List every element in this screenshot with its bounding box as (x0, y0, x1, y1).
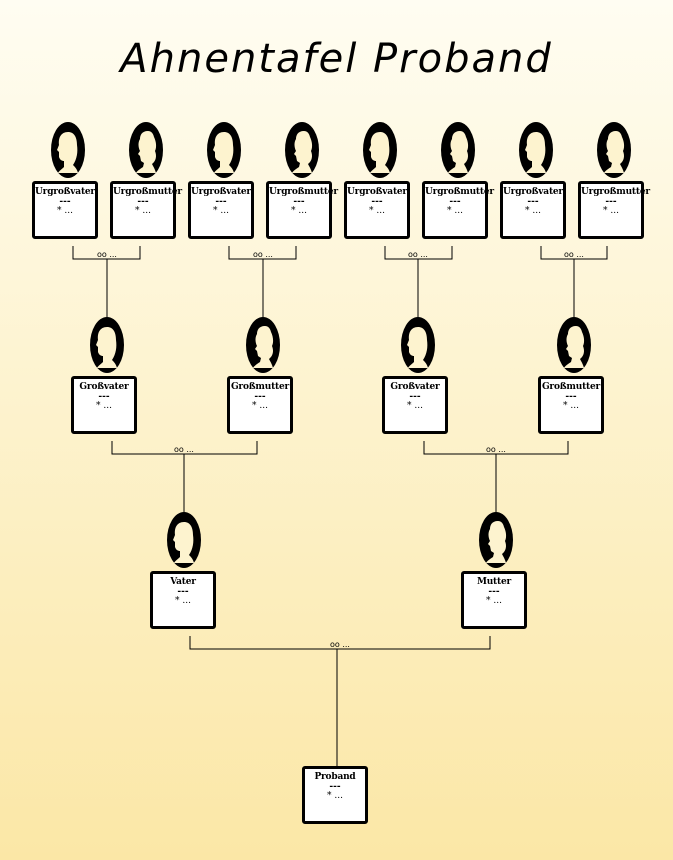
person-birth: * ... (213, 206, 229, 216)
person-card-urgrossmutter[interactable]: Urgroßmutter --- * ... (110, 181, 182, 239)
person-birth: * ... (563, 401, 579, 411)
marriage-label: oo ... (486, 445, 506, 454)
male-silhouette-icon (90, 317, 124, 373)
page-title: Ahnentafel Proband (120, 36, 553, 82)
person-role: Urgroßmutter (425, 187, 494, 197)
person-birth: * ... (96, 401, 112, 411)
person-name: --- (449, 197, 461, 207)
female-silhouette-icon (246, 317, 280, 373)
female-silhouette-icon (441, 122, 475, 178)
person-role: Großvater (79, 382, 129, 392)
person-birth: * ... (447, 206, 463, 216)
person-name: --- (215, 197, 227, 207)
bracket-ug78 (540, 246, 608, 319)
person-role: Urgroßmutter (581, 187, 650, 197)
female-silhouette-icon (479, 512, 513, 568)
person-name: --- (605, 197, 617, 207)
person-card-urgrossmutter[interactable]: Urgroßmutter --- * ... (422, 181, 494, 239)
person-card-urgrossvater[interactable]: Urgroßvater --- * ... (344, 181, 410, 239)
bracket-ug12 (72, 246, 141, 319)
person-name: --- (488, 587, 500, 597)
female-silhouette-icon (597, 122, 631, 178)
person-birth: * ... (603, 206, 619, 216)
person-birth: * ... (327, 791, 343, 801)
bracket-g34 (423, 441, 569, 514)
marriage-label: oo ... (564, 250, 584, 259)
bracket-g12 (111, 441, 258, 514)
male-silhouette-icon (51, 122, 85, 178)
person-name: --- (371, 197, 383, 207)
marriage-label: oo ... (253, 250, 273, 259)
person-role: Großmutter (541, 382, 601, 392)
bracket-parents (189, 636, 491, 767)
person-birth: * ... (407, 401, 423, 411)
bracket-ug34 (228, 246, 297, 319)
person-role: Großvater (390, 382, 440, 392)
person-birth: * ... (252, 401, 268, 411)
male-silhouette-icon (363, 122, 397, 178)
person-name: --- (527, 197, 539, 207)
person-name: --- (98, 392, 110, 402)
person-card-urgrossvater[interactable]: Urgroßvater --- * ... (32, 181, 98, 239)
person-name: --- (254, 392, 266, 402)
person-card-urgrossvater[interactable]: Urgroßvater --- * ... (500, 181, 566, 239)
marriage-label: oo ... (408, 250, 428, 259)
person-birth: * ... (175, 596, 191, 606)
male-silhouette-icon (401, 317, 435, 373)
person-card-proband[interactable]: Proband --- * ... (302, 766, 368, 824)
female-silhouette-icon (557, 317, 591, 373)
person-card-urgrossmutter[interactable]: Urgroßmutter --- * ... (578, 181, 650, 239)
bracket-ug56 (384, 246, 453, 319)
person-role: Proband (314, 772, 356, 782)
person-card-urgrossmutter[interactable]: Urgroßmutter --- * ... (266, 181, 338, 239)
person-role: Mutter (476, 577, 512, 587)
marriage-label: oo ... (174, 445, 194, 454)
person-role: Vater (170, 577, 196, 587)
male-silhouette-icon (207, 122, 241, 178)
person-card-mutter[interactable]: Mutter --- * ... (461, 571, 527, 629)
person-name: --- (565, 392, 577, 402)
person-birth: * ... (369, 206, 385, 216)
marriage-label: oo ... (330, 640, 350, 649)
male-silhouette-icon (167, 512, 201, 568)
person-name: --- (293, 197, 305, 207)
person-card-grossvater[interactable]: Großvater --- * ... (71, 376, 137, 434)
marriage-label: oo ... (97, 250, 117, 259)
person-card-grossmutter[interactable]: Großmutter --- * ... (538, 376, 604, 434)
person-name: --- (409, 392, 421, 402)
person-name: --- (329, 782, 341, 792)
person-name: --- (137, 197, 149, 207)
person-card-grossvater[interactable]: Großvater --- * ... (382, 376, 448, 434)
person-role: Urgroßvater (191, 187, 251, 197)
female-silhouette-icon (129, 122, 163, 178)
person-role: Urgroßmutter (269, 187, 338, 197)
person-name: --- (177, 587, 189, 597)
person-birth: * ... (486, 596, 502, 606)
person-birth: * ... (57, 206, 73, 216)
person-name: --- (59, 197, 71, 207)
person-birth: * ... (525, 206, 541, 216)
person-card-urgrossvater[interactable]: Urgroßvater --- * ... (188, 181, 254, 239)
person-birth: * ... (291, 206, 307, 216)
female-silhouette-icon (285, 122, 319, 178)
person-role: Großmutter (230, 382, 290, 392)
person-card-vater[interactable]: Vater --- * ... (150, 571, 216, 629)
person-role: Urgroßvater (347, 187, 407, 197)
person-role: Urgroßmutter (113, 187, 182, 197)
male-silhouette-icon (519, 122, 553, 178)
person-birth: * ... (135, 206, 151, 216)
person-role: Urgroßvater (503, 187, 563, 197)
person-role: Urgroßvater (35, 187, 95, 197)
person-card-grossmutter[interactable]: Großmutter --- * ... (227, 376, 293, 434)
